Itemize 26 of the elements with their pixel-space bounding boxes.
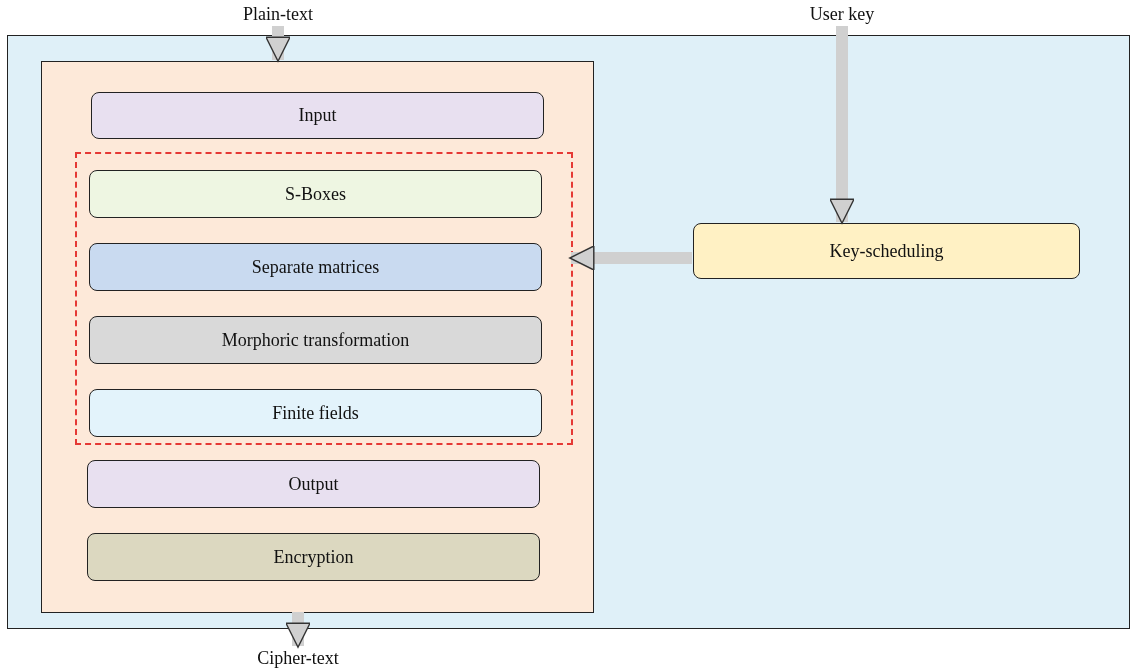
block-arrow <box>285 612 311 648</box>
process-box <box>87 533 540 581</box>
node-label: User key <box>809 3 875 25</box>
process-box <box>89 389 542 437</box>
node-label: Cipher-text <box>257 647 339 669</box>
node-label: Plain-text <box>243 3 313 25</box>
node-label: S-Boxes <box>285 183 346 205</box>
node-label: Key-scheduling <box>829 240 944 262</box>
node-label: Encryption <box>273 546 354 568</box>
process-box <box>693 223 1080 279</box>
block-arrow <box>265 26 291 62</box>
node-label: Input <box>298 105 337 126</box>
process-box <box>87 460 540 508</box>
process-box <box>89 170 542 218</box>
dashed-group-frame <box>75 152 573 445</box>
container-panel <box>41 61 594 613</box>
block-arrow <box>569 245 692 271</box>
node-label: Separate matrices <box>251 256 380 278</box>
block-arrow <box>829 26 855 224</box>
node-label: Finite fields <box>272 402 359 424</box>
container-panel <box>7 35 1130 629</box>
process-box <box>89 316 542 364</box>
node-label: Output <box>288 473 339 495</box>
node-label: Morphoric transformation <box>221 329 410 351</box>
process-box <box>89 243 542 291</box>
process-box <box>91 92 544 139</box>
